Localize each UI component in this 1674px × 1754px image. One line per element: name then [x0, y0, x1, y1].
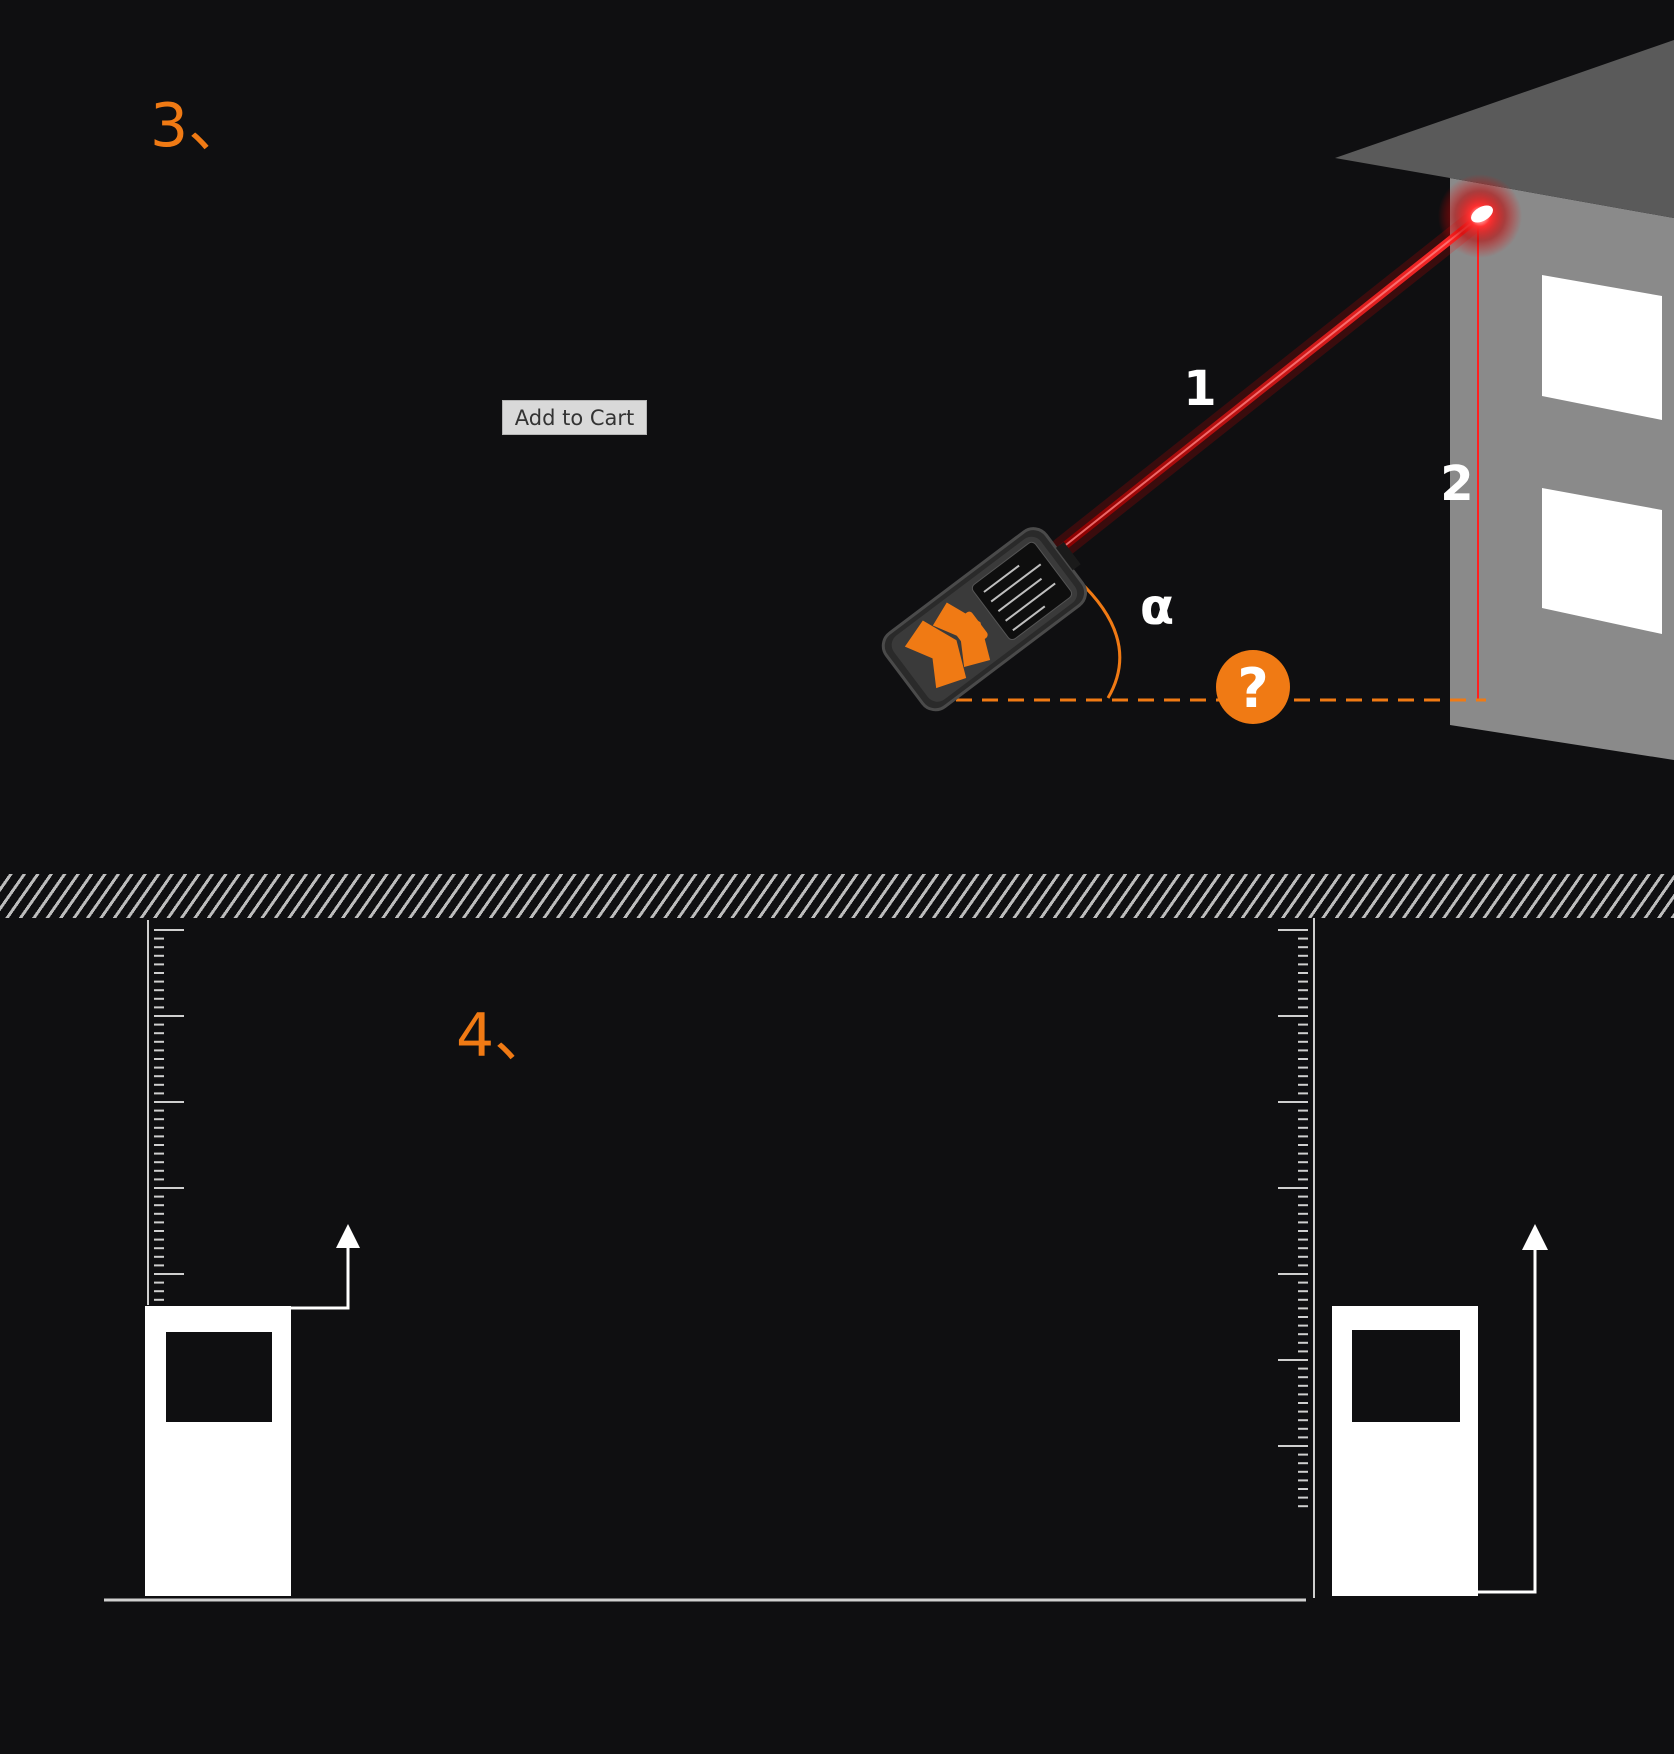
laser-rangefinder-icon [881, 527, 1088, 712]
diagram-step-3: 3、 [0, 0, 1674, 874]
svg-text:?: ? [1237, 657, 1268, 720]
step-number-3: 3、 [150, 91, 249, 161]
laser-beam [1051, 207, 1489, 559]
label-hypotenuse: 1 [1183, 361, 1216, 417]
hatched-divider [0, 874, 1674, 918]
arrow-left [291, 1242, 350, 1310]
label-height: 2 [1440, 456, 1473, 512]
angle-arc [1076, 578, 1122, 699]
step-number-4: 4、 [456, 1001, 555, 1071]
building-window-lower [1542, 488, 1662, 634]
ruler-right [1278, 918, 1315, 1598]
vertical-measurement-diagram [104, 918, 1548, 1602]
arrow-up-icon-left [336, 1224, 360, 1248]
diagram-step-4: 4、 [0, 918, 1674, 1754]
arrow-up-icon-right [1522, 1224, 1548, 1250]
label-angle: α [1140, 578, 1174, 636]
arrow-right [1478, 1244, 1537, 1594]
ruler-left [147, 920, 184, 1305]
building-window-upper [1542, 275, 1662, 420]
building-icon [1335, 40, 1674, 760]
height-measurement-diagram: 1 2 α ? [881, 40, 1674, 760]
question-mark-icon: ? [1216, 650, 1290, 724]
device-left-icon [145, 1306, 291, 1596]
add-to-cart-button[interactable]: Add to Cart [502, 400, 647, 435]
device-right-icon [1332, 1306, 1478, 1596]
